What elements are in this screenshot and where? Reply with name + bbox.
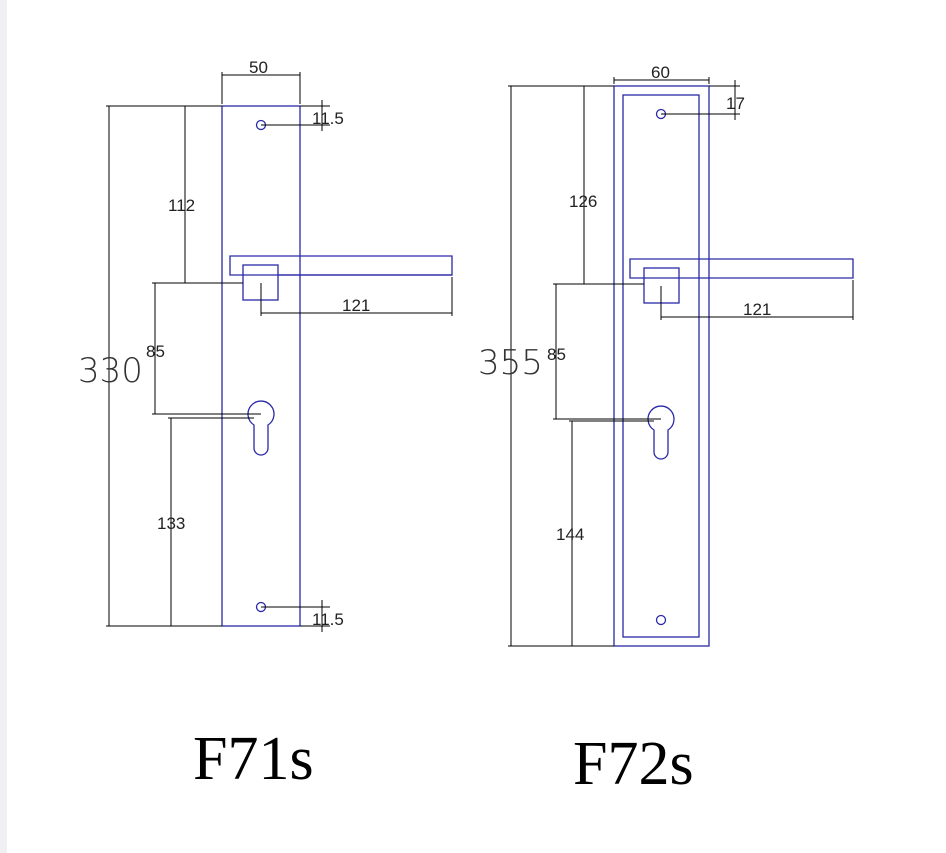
f71s-to-handle-label: 112 <box>168 196 195 215</box>
f72s-keyhole <box>647 405 675 460</box>
f71s-bottom-hole-label: 11.5 <box>312 610 344 629</box>
f71s-total-height-label: 330 <box>78 351 143 391</box>
f72s-dim-to-handle: 126 <box>569 85 644 285</box>
f72s-handle-lever <box>629 258 854 279</box>
f72s-keyhole-to-bottom-label: 144 <box>556 525 584 544</box>
f71s-dim-width: 50 <box>221 58 301 104</box>
f71s-dim-top-hole: 11.5 <box>261 100 344 131</box>
drawing-f71s: 50 11.5 11.5 330 112 <box>78 58 453 793</box>
f71s-dim-handle-length: 121 <box>260 277 453 316</box>
f71s-model-label: F71s <box>193 725 314 793</box>
f72s-dim-handle-length: 121 <box>660 280 854 320</box>
f72s-total-height-label: 355 <box>478 343 543 383</box>
f72s-bottom-screw-hole <box>655 614 667 626</box>
f71s-width-label: 50 <box>249 58 268 77</box>
f71s-dim-keyhole-to-bottom: 133 <box>157 417 254 626</box>
f71s-dim-to-handle: 112 <box>168 106 243 284</box>
f72s-width-label: 60 <box>651 63 670 82</box>
f72s-dim-keyhole-to-bottom: 144 <box>556 420 654 646</box>
f71s-keyhole <box>247 400 275 456</box>
f71s-plate <box>221 105 301 627</box>
f71s-keyhole-to-bottom-label: 133 <box>157 514 185 533</box>
f71s-dim-handle-to-keyhole: 85 <box>146 282 261 415</box>
f71s-dim-bottom-hole: 11.5 <box>261 600 344 632</box>
f72s-dim-total-height: 355 <box>478 85 614 647</box>
drawing-f72s: 60 17 355 126 85 <box>478 63 854 798</box>
f72s-handle-to-keyhole-label: 85 <box>547 345 566 364</box>
f72s-plate-inner <box>622 94 700 638</box>
f72s-handle-length-label: 121 <box>743 300 771 319</box>
f71s-handle-to-keyhole-label: 85 <box>146 342 165 361</box>
f71s-top-hole-label: 11.5 <box>312 109 344 128</box>
window-left-edge <box>0 0 7 853</box>
f72s-dim-handle-to-keyhole: 85 <box>547 283 661 420</box>
f72s-to-handle-label: 126 <box>569 192 597 211</box>
f71s-dim-total-height: 330 <box>78 105 222 627</box>
f72s-dim-width: 60 <box>613 63 710 84</box>
f72s-plate-outer <box>613 85 710 647</box>
f71s-handle-length-label: 121 <box>342 296 370 315</box>
f72s-dim-top-hole: 17 <box>661 80 745 120</box>
f72s-top-hole-label: 17 <box>726 94 745 113</box>
f72s-model-label: F72s <box>573 730 694 798</box>
